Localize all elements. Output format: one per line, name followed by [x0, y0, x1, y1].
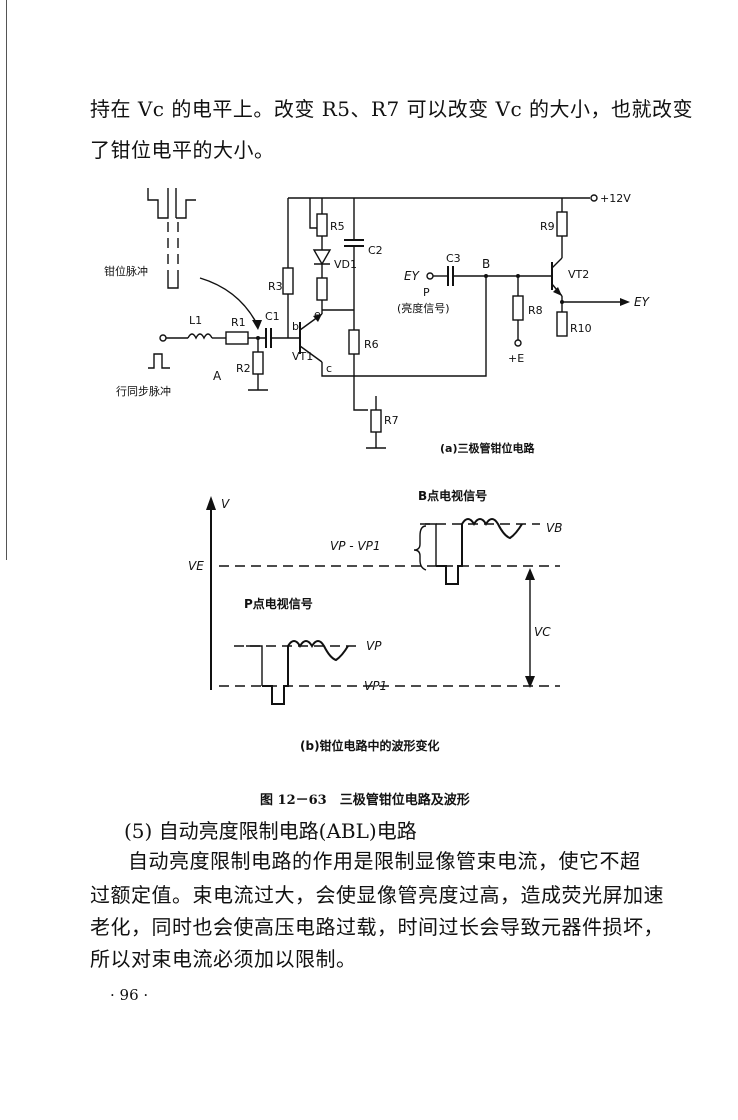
- output-ey-label: EY: [634, 295, 651, 309]
- waveform-diagram: [206, 496, 560, 705]
- section-heading: (5) 自动亮度限制电路(ABL)电路: [124, 819, 417, 843]
- supply-label: +12V: [600, 192, 631, 205]
- point-a-label: A: [213, 369, 222, 383]
- clamp-pulse-waveform: [147, 188, 196, 289]
- r5-label: R5: [330, 220, 345, 233]
- r9-label: R9: [540, 220, 555, 233]
- body-line-2: 过额定值。束电流过大，会使显像管亮度过高，造成荧光屏加速: [90, 883, 664, 907]
- page-edge-line: [6, 0, 7, 560]
- body-line-4: 所以对束电流必须加以限制。: [90, 947, 357, 971]
- r2-label: R2: [236, 362, 251, 375]
- body-line-3: 老化，同时也会使高压电路过载，时间过长会导致元器件损坏，: [90, 915, 664, 939]
- vt1-label: VT1: [292, 350, 313, 363]
- figure-caption: 图 12－63 三极管钳位电路及波形: [260, 793, 470, 808]
- vc-label: VC: [534, 625, 551, 639]
- resistor-r8: [512, 295, 524, 321]
- resistor-r3: [282, 267, 294, 295]
- body-line-1: 自动亮度限制电路的作用是限制显像管束电流，使它不超: [128, 849, 641, 873]
- vp-minus-vp1-label: VP - VP1: [330, 539, 380, 553]
- resistor-r10: [556, 311, 568, 337]
- pin-b-label: b: [292, 320, 299, 333]
- capacitor-c2: [344, 239, 364, 247]
- clamp-pulse-label: 钳位脉冲: [104, 264, 148, 278]
- resistor-r2: [252, 351, 264, 375]
- supply-terminal: [590, 194, 598, 202]
- input-ey-terminal: [426, 272, 434, 280]
- c3-label: C3: [446, 252, 461, 265]
- resistor-r9: [556, 211, 568, 237]
- point-p-label: P: [423, 286, 430, 299]
- brightness-signal-label: (亮度信号): [397, 301, 450, 315]
- input-terminal: [159, 334, 167, 342]
- pin-e-label: e: [314, 308, 321, 321]
- h-sync-pulse-label: 行同步脉冲: [116, 384, 171, 398]
- inductor-l1: [187, 333, 213, 340]
- pin-c-label: c: [326, 362, 332, 375]
- l1-label: L1: [189, 314, 202, 327]
- plus-e-label: +E: [508, 352, 524, 365]
- r10-label: R10: [570, 322, 592, 335]
- point-b-label: B: [482, 257, 490, 271]
- potentiometer-r7: [370, 409, 382, 433]
- v-axis-arrow: [206, 496, 216, 510]
- intro-line-2: 了钳位电平的大小。: [90, 138, 275, 162]
- intro-line-1: 持在 Vc 的电平上。改变 R5、R7 可以改变 Vc 的大小，也就改变: [90, 97, 693, 121]
- potentiometer-r5: [316, 213, 328, 237]
- h-sync-pulse-waveform: [148, 353, 170, 369]
- c2-label: C2: [368, 244, 383, 257]
- r8-label: R8: [528, 304, 543, 317]
- r1-label: R1: [231, 316, 246, 329]
- resistor-r1: [225, 331, 249, 345]
- p-signal-title: P点电视信号: [244, 596, 313, 611]
- vb-label: VB: [546, 521, 562, 535]
- resistor-r6: [348, 329, 360, 355]
- b-signal-title: B点电视信号: [418, 488, 487, 503]
- r3-label: R3: [268, 280, 283, 293]
- diode-vd1: [312, 249, 332, 266]
- waveform-caption: (b)钳位电路中的波形变化: [300, 738, 440, 753]
- capacitor-c1: [265, 328, 272, 348]
- vd1-label: VD1: [334, 258, 357, 271]
- c1-label: C1: [265, 310, 280, 323]
- output-arrow: [620, 298, 630, 306]
- resistor-chain: [316, 277, 328, 301]
- page-number: · 96 ·: [110, 986, 149, 1004]
- clamp-pulse-arrow: [199, 277, 259, 327]
- r7-label: R7: [384, 414, 399, 427]
- input-ey-label: EY: [404, 269, 421, 283]
- clamp-pulse-arrowhead: [252, 320, 262, 330]
- ve-label: VE: [188, 559, 204, 573]
- capacitor-c3: [447, 266, 454, 286]
- axis-v-label: V: [221, 497, 230, 511]
- vt2-label: VT2: [568, 268, 589, 281]
- circuit-caption: (a)三极管钳位电路: [440, 441, 535, 455]
- vp1-label: VP1: [364, 679, 387, 693]
- r6-label: R6: [364, 338, 379, 351]
- vp-label: VP: [366, 639, 382, 653]
